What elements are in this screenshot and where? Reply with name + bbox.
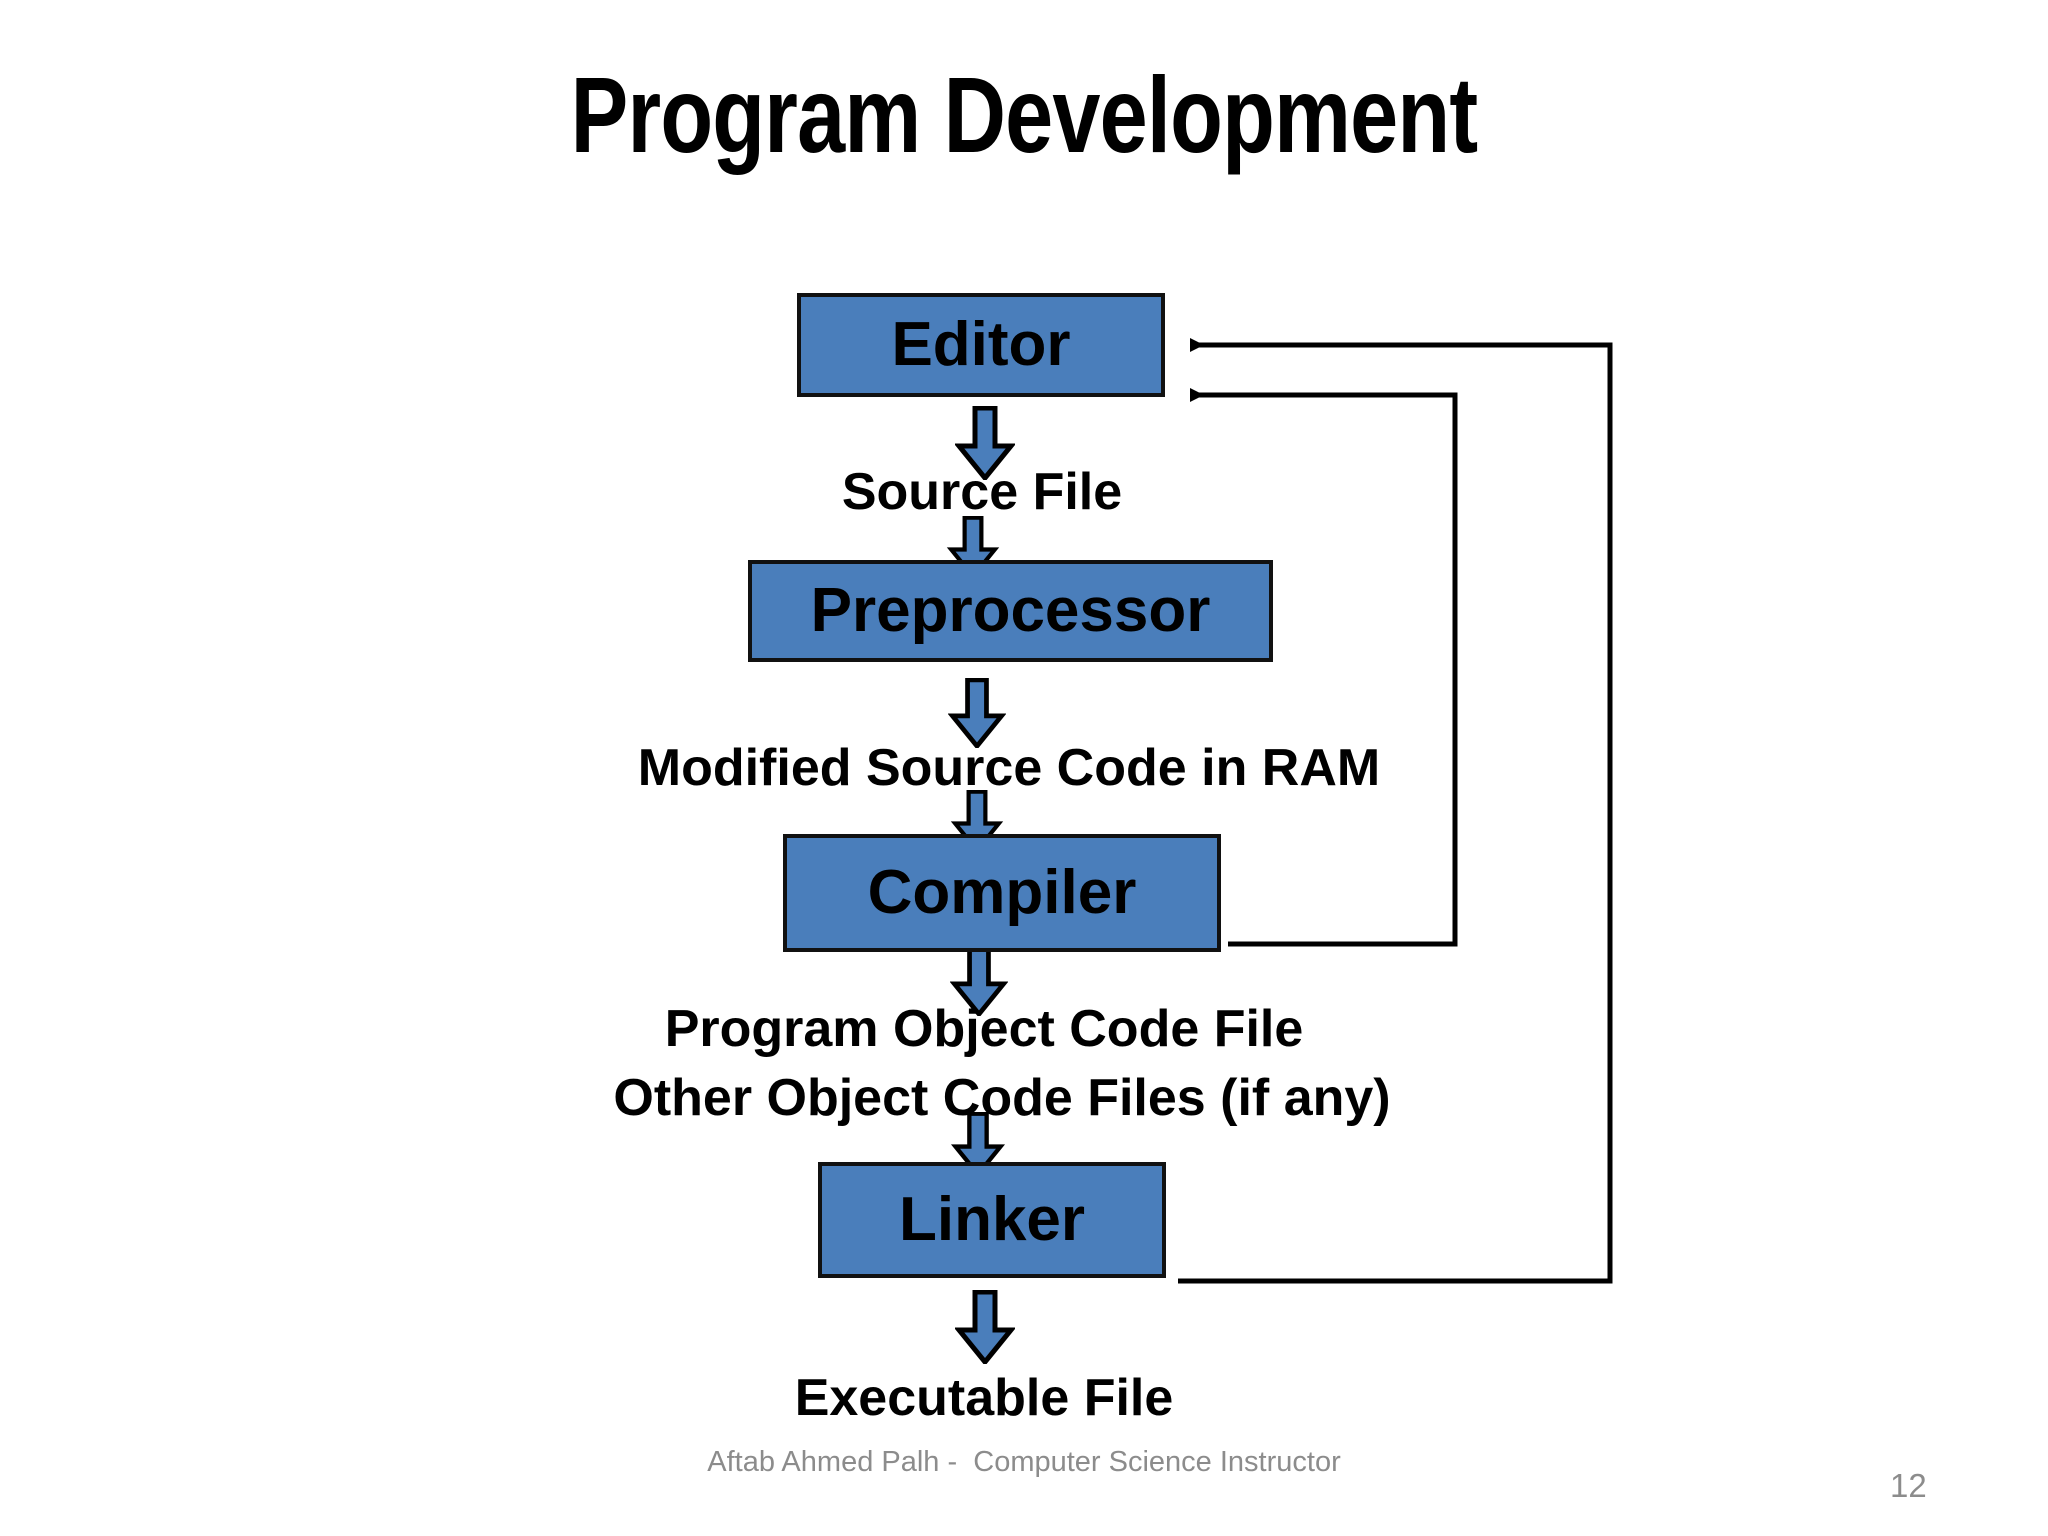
footer-credit-text: Aftab Ahmed Palh - Computer Science Inst… [707,1446,1341,1478]
process-box-linker[interactable]: Linker [818,1162,1166,1278]
page-title: Program Development [570,54,1478,175]
flow-label-program-object-code-file: Program Object Code File [664,1000,1304,1058]
page-number: 12 [1890,1467,1927,1504]
flow-label-executable-file: Executable File [794,1369,1174,1427]
flow-label-modified-source-code: Modified Source Code in RAM [637,739,1381,797]
process-box-compiler[interactable]: Compiler [783,834,1221,952]
process-box-preprocessor[interactable]: Preprocessor [748,560,1273,662]
feedback-arrow-linker-to-editor [1178,338,1613,1284]
flow-label-other-object-code-files: Other Object Code Files (if any) [613,1069,1391,1127]
feedback-arrow-compiler-to-editor [1190,388,1458,947]
process-box-preprocessor-label: Preprocessor [810,576,1211,645]
process-box-editor[interactable]: Editor [797,293,1165,397]
process-box-editor-label: Editor [891,310,1071,379]
down-arrow-linker-to-executable [959,1292,1011,1362]
process-box-linker-label: Linker [898,1185,1086,1254]
down-arrow-preprocessor-to-modified-source [952,680,1001,746]
flow-label-source-file: Source File [841,463,1123,521]
process-box-compiler-label: Compiler [867,858,1137,927]
